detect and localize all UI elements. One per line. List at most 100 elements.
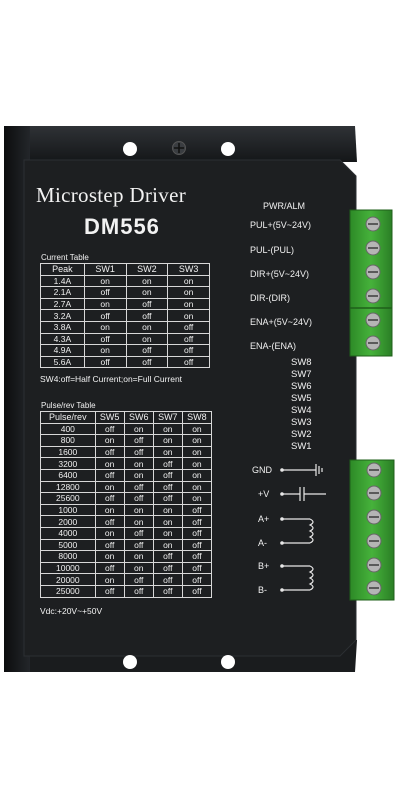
mounting-hole-bottom-right bbox=[221, 655, 235, 669]
pulse-table-cell: off bbox=[123, 434, 154, 447]
pulse-table-cell: on bbox=[94, 550, 125, 563]
pulse-table-cell: 8000 bbox=[40, 550, 96, 563]
sw3-label: SW3 bbox=[291, 417, 312, 428]
device-title: Microstep Driver bbox=[36, 183, 187, 207]
current-table-cell: on bbox=[125, 286, 169, 299]
pulse-table-cell: on bbox=[123, 503, 154, 517]
pulse-table-cell: off bbox=[181, 503, 213, 517]
pulse-table-cell: off bbox=[123, 538, 154, 552]
pulse-table-cell: on bbox=[152, 515, 183, 528]
pulse-table-cell: off bbox=[123, 573, 154, 586]
pulse-table-cell: off bbox=[94, 515, 125, 528]
a-minus-label: A- bbox=[258, 538, 267, 548]
model-number: DM556 bbox=[84, 214, 160, 239]
pulse-table-cell: 10000 bbox=[40, 561, 96, 575]
pulse-table-cell: off bbox=[123, 480, 154, 494]
pulse-table-cell: off bbox=[152, 492, 183, 505]
current-table-header-cell: SW1 bbox=[83, 263, 127, 276]
pulse-table-cell: off bbox=[181, 526, 213, 540]
pulse-table-cell: on bbox=[123, 422, 154, 436]
sw5-label: SW5 bbox=[291, 393, 312, 404]
pulse-table-cell: 20000 bbox=[40, 573, 96, 586]
pulse-table-cell: off bbox=[94, 561, 125, 575]
pulse-table-cell: 400 bbox=[40, 422, 96, 436]
current-table-cell: off bbox=[83, 309, 127, 322]
pulse-table-cell: off bbox=[94, 492, 125, 505]
current-table-cell: on bbox=[167, 309, 210, 322]
pulse-table-cell: off bbox=[181, 561, 213, 575]
pulse-table-cell: off bbox=[152, 561, 183, 575]
pulse-table-cell: off bbox=[94, 422, 125, 436]
pulse-table-cell: on bbox=[94, 457, 125, 470]
pulse-table-cell: on bbox=[123, 457, 154, 470]
current-table-cell: 1.4A bbox=[40, 274, 85, 288]
power-terminal-screws bbox=[366, 462, 382, 596]
wiring-dots bbox=[280, 468, 284, 592]
pwr-alm-label: PWR/ALM bbox=[263, 201, 306, 211]
current-table-cell: 2.1A bbox=[40, 286, 85, 299]
sw2-label: SW2 bbox=[291, 429, 312, 440]
pulse-table-cell: on bbox=[123, 561, 154, 575]
top-mounting-lip bbox=[22, 126, 357, 162]
pulse-table-cell: on bbox=[181, 468, 213, 482]
current-table-cell: 3.8A bbox=[40, 320, 85, 334]
pulse-table-cell: 4000 bbox=[40, 526, 96, 540]
pulse-table-cell: on bbox=[181, 422, 213, 436]
pulse-table-cell: on bbox=[181, 434, 213, 447]
signal-terminal-block bbox=[349, 209, 393, 357]
pulse-table-cell: on bbox=[94, 526, 125, 540]
dir-plus-label: DIR+(5V~24V) bbox=[250, 269, 310, 279]
pulse-table-cell: off bbox=[152, 457, 183, 470]
pulse-table-cell: on bbox=[152, 422, 183, 436]
pulse-table-cell: 25000 bbox=[40, 584, 96, 598]
vplus-label: +V bbox=[258, 489, 270, 499]
pulse-table-header-cell: SW5 bbox=[94, 411, 125, 424]
current-table-cell: on bbox=[83, 274, 127, 288]
current-table-cell: off bbox=[83, 355, 127, 369]
mounting-hole-top-left bbox=[123, 142, 137, 156]
pulse-table-cell: 2000 bbox=[40, 515, 96, 528]
pulse-table-cell: 1600 bbox=[40, 445, 96, 459]
pulse-table-cell: 25600 bbox=[40, 492, 96, 505]
current-table-caption: Current Table bbox=[41, 253, 89, 262]
gnd-label: GND bbox=[252, 465, 272, 475]
pulse-table-cell: on bbox=[123, 515, 154, 528]
pulse-table-cell: 6400 bbox=[40, 468, 96, 482]
current-table-cell: off bbox=[167, 355, 210, 369]
current-table-cell: off bbox=[83, 332, 127, 346]
pulse-table-cell: on bbox=[94, 434, 125, 447]
current-table-cell: 4.9A bbox=[40, 344, 85, 357]
pulse-table-cell: off bbox=[123, 584, 154, 598]
pulse-table-cell: on bbox=[94, 480, 125, 494]
pulse-table-cell: on bbox=[123, 468, 154, 482]
current-table-cell: on bbox=[83, 297, 127, 311]
current-table-cell: on bbox=[167, 274, 210, 288]
current-table-cell: off bbox=[167, 344, 210, 357]
pulse-table-cell: on bbox=[152, 434, 183, 447]
current-table-cell: on bbox=[167, 297, 210, 311]
pulse-table-cell: off bbox=[123, 526, 154, 540]
pulse-table-cell: off bbox=[152, 584, 183, 598]
pulse-table-cell: on bbox=[181, 457, 213, 470]
pulse-table-caption: Pulse/rev Table bbox=[41, 401, 96, 410]
pulse-table-cell: on bbox=[152, 526, 183, 540]
pulse-table-cell: on bbox=[181, 480, 213, 494]
wiring-symbols bbox=[282, 464, 326, 591]
